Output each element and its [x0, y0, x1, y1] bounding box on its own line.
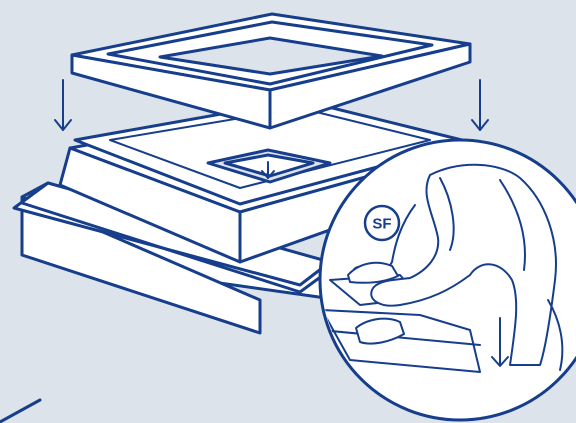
arrow-left-down-icon [55, 80, 71, 130]
top-frame [72, 14, 470, 128]
sf-badge: SF [365, 206, 399, 240]
arrow-right-down-icon [472, 80, 488, 130]
sf-badge-label: SF [372, 216, 391, 233]
detail-circle [320, 140, 576, 420]
corner-line [0, 400, 40, 422]
